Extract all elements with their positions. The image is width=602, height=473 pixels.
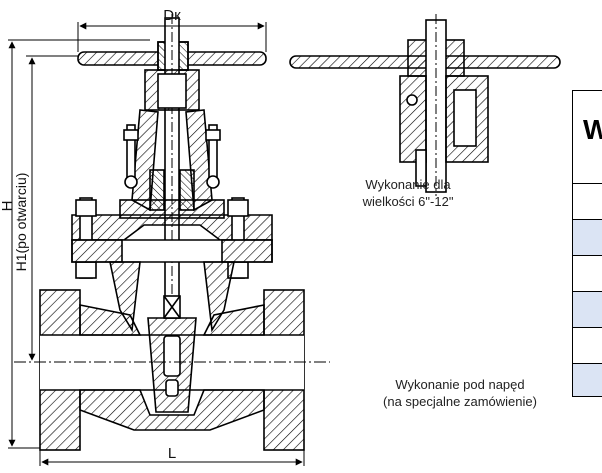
dimension-h1-label: H1(po otwarciu)	[13, 173, 29, 272]
caption-actuator-line2: (na specjalne zamówienie)	[383, 394, 537, 409]
caption-actuator: Wykonanie pod napęd (na specjalne zamówi…	[364, 376, 556, 410]
caption-large-size: Wykonanie dla wielkości 6"-12"	[348, 176, 468, 210]
table-header-letter: W	[573, 91, 602, 183]
table-row	[573, 183, 602, 219]
caption-actuator-line1: Wykonanie pod napęd	[395, 377, 525, 392]
caption-large-size-line2: wielkości 6"-12"	[362, 194, 454, 209]
dimension-h-label: H	[0, 201, 16, 212]
table-row	[573, 219, 602, 255]
dimension-table: W	[572, 90, 602, 397]
dimension-l-label: L	[168, 445, 176, 462]
table-row	[573, 327, 602, 363]
gate-valve-section	[14, 14, 330, 451]
detail-large-size	[289, 14, 561, 196]
table-row	[573, 255, 602, 291]
table-row	[573, 363, 602, 396]
table-row	[573, 291, 602, 327]
dimension-lines	[8, 22, 305, 466]
caption-large-size-line1: Wykonanie dla	[365, 177, 451, 192]
dimension-dk-label: Dк	[163, 7, 181, 24]
